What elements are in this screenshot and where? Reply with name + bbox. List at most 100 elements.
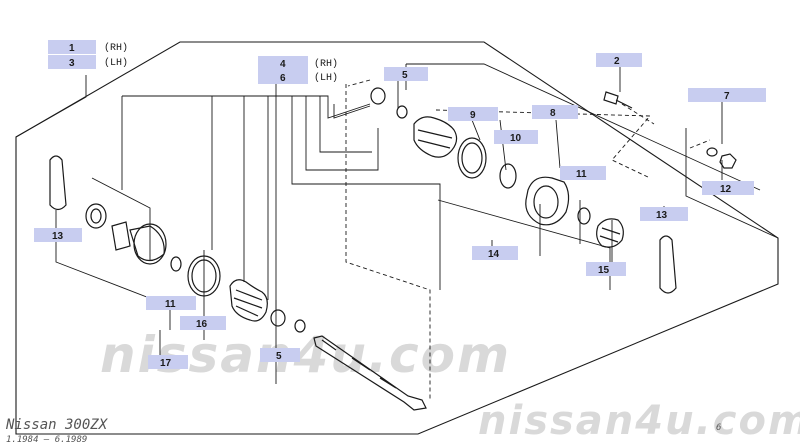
joint-housing-icon <box>525 176 570 226</box>
housing-flange-icon <box>533 185 559 219</box>
part-label-3-number: 3 <box>69 58 75 69</box>
part-label-16[interactable]: 16 <box>180 316 226 330</box>
boot-band-left-icon <box>49 155 67 211</box>
part-label-1-side: (RH) <box>104 42 128 54</box>
part-label-17-number: 17 <box>160 358 172 369</box>
part-label-14-number: 14 <box>488 249 500 260</box>
part-label-4-box <box>258 56 308 70</box>
part-label-13-left-box <box>34 228 82 242</box>
part-label-10[interactable]: 10 <box>494 130 538 144</box>
boot-bellows-icon <box>229 279 268 322</box>
dust-cap-icon <box>596 218 624 248</box>
part-label-13-left[interactable]: 13 <box>34 228 82 242</box>
part-label-13-right-box <box>640 207 688 221</box>
part-label-5-bottom-box <box>260 348 300 362</box>
part-label-9-number: 9 <box>470 110 476 121</box>
part-label-8[interactable]: 8 <box>532 105 578 119</box>
part-label-1[interactable]: 1 (RH) <box>48 40 128 54</box>
part-label-11-right[interactable]: 11 <box>560 166 606 180</box>
part-label-5-top-number: 5 <box>402 70 408 81</box>
circlip-icon <box>396 105 408 119</box>
model-name: Nissan 300ZX <box>5 417 109 433</box>
sub-assembly-bracket <box>121 95 371 190</box>
part-label-2-box <box>596 53 642 67</box>
nut-icon <box>719 153 737 169</box>
part-label-10-box <box>494 130 538 144</box>
part-label-10-number: 10 <box>510 133 522 144</box>
part-label-6-number: 6 <box>280 73 286 84</box>
part-label-2-number: 2 <box>614 56 620 67</box>
part-label-13-left-number: 13 <box>52 231 64 242</box>
outer-shaft-bracket <box>15 75 87 138</box>
part-label-17[interactable]: 17 <box>148 355 188 369</box>
dashed-guide-2 <box>347 79 651 179</box>
part-label-15-box <box>586 262 626 276</box>
part-label-17-box <box>148 355 188 369</box>
band-clamp-inner-icon <box>191 259 217 293</box>
part-label-14-box <box>472 246 518 260</box>
part-label-12-box <box>702 181 754 195</box>
watermark-corner: nissan4u.com <box>478 398 800 444</box>
page-mark: 6 <box>716 423 721 433</box>
outer-joint-icon <box>111 221 165 262</box>
snap-ring-icon <box>370 87 386 105</box>
main-assembly-frame <box>15 41 779 435</box>
part-label-3-side: (LH) <box>104 57 128 69</box>
part-label-11-left-number: 11 <box>165 299 176 310</box>
drive-shaft-icon <box>313 335 427 411</box>
part-label-6[interactable]: 6 (LH) <box>258 70 338 84</box>
dashed-guide-3 <box>621 103 711 149</box>
small-ring-icon <box>170 256 182 272</box>
part-label-15[interactable]: 15 <box>586 262 626 276</box>
part-label-5-top-box <box>384 67 428 81</box>
band-clamp-icon <box>187 255 221 297</box>
part-label-14[interactable]: 14 <box>472 246 518 260</box>
washer-small-icon <box>706 147 718 157</box>
part-label-5-top[interactable]: 5 <box>384 67 428 81</box>
seal-ring-icon <box>85 203 107 229</box>
part-label-1-box <box>48 40 96 54</box>
part-label-7[interactable]: 7 <box>688 88 766 102</box>
part-label-11-right-box <box>560 166 606 180</box>
part-label-16-box <box>180 316 226 330</box>
washer-icon <box>270 309 286 327</box>
part-label-13-right-number: 13 <box>656 210 668 221</box>
seal-ring-inner-icon <box>90 208 102 224</box>
part-label-15-number: 15 <box>598 265 610 276</box>
part-label-8-number: 8 <box>550 108 556 119</box>
part-label-2[interactable]: 2 <box>596 53 642 67</box>
band-clamp-upper-inner-icon <box>461 142 483 174</box>
band-clamp-upper-icon <box>457 137 487 179</box>
part-label-12-number: 12 <box>720 184 732 195</box>
part-label-1-number: 1 <box>69 43 75 54</box>
part-label-9-box <box>448 107 498 121</box>
part-label-7-number: 7 <box>724 91 730 102</box>
part-label-13-right[interactable]: 13 <box>640 207 688 221</box>
boot-band-right-icon <box>659 235 677 294</box>
washer-2-icon <box>294 319 306 333</box>
date-range: 1.1984 – 6.1989 <box>6 435 87 445</box>
bolt-icon <box>603 91 633 109</box>
part-label-3[interactable]: 3 (LH) <box>48 55 128 69</box>
part-label-11-left-box <box>146 296 196 310</box>
part-label-9[interactable]: 9 <box>448 107 498 121</box>
part-label-5-bottom-number: 5 <box>276 351 282 362</box>
part-label-3-box <box>48 55 96 69</box>
inner-boot-icon <box>413 116 458 158</box>
part-label-5-bottom[interactable]: 5 <box>260 348 300 362</box>
part-label-4[interactable]: 4 (RH) <box>258 56 338 70</box>
part-label-6-side: (LH) <box>314 72 338 84</box>
part-label-4-side: (RH) <box>314 58 338 70</box>
part-label-16-number: 16 <box>196 319 208 330</box>
part-label-11-left[interactable]: 11 <box>146 296 196 310</box>
part-label-4-number: 4 <box>280 59 286 70</box>
oil-seal-icon <box>499 163 517 189</box>
part-label-11-right-number: 11 <box>576 169 587 180</box>
part-label-6-box <box>258 70 308 84</box>
part-label-7-box <box>688 88 766 102</box>
group-4-6-leaders <box>211 80 441 310</box>
ring-upper-icon <box>577 207 591 225</box>
part-label-8-box <box>532 105 578 119</box>
part-label-12[interactable]: 12 <box>702 181 754 195</box>
